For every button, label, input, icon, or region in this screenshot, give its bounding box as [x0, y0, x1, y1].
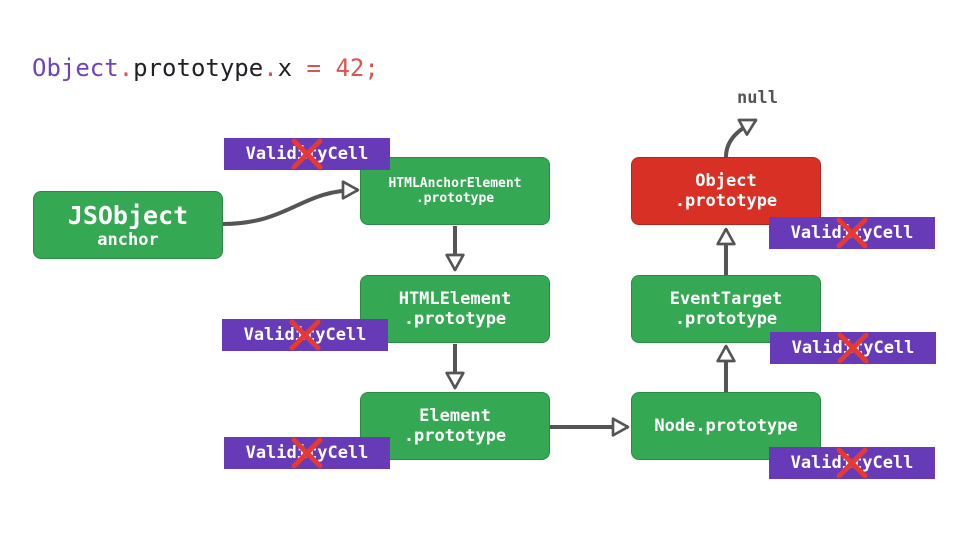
node-object-prototype: Object .prototype	[631, 157, 821, 225]
invalid-cross-icon	[837, 332, 869, 364]
code-number-value: 42	[335, 54, 365, 82]
node-htmlanchorelement-prototype: HTMLAnchorElement .prototype	[360, 157, 550, 225]
invalid-cross-icon	[291, 138, 323, 170]
node-line2: .prototype	[674, 191, 778, 211]
node-element-prototype: Element .prototype	[360, 392, 550, 460]
code-dot: .	[263, 54, 278, 82]
code-object: Object	[32, 54, 119, 82]
node-line2: .prototype	[674, 309, 778, 329]
validity-cell-element: ValidityCell	[224, 437, 390, 469]
null-label: null	[737, 88, 778, 108]
code-line: Object.prototype.x = 42;	[32, 52, 379, 84]
invalid-cross-icon	[291, 437, 323, 469]
node-line2: .prototype	[415, 191, 495, 206]
node-line2: .prototype	[403, 426, 507, 446]
node-line1: HTMLElement	[398, 289, 512, 309]
validity-cell-eventtarget: ValidityCell	[770, 332, 936, 364]
node-line1: HTMLAnchorElement	[388, 176, 522, 191]
node-htmlelement-prototype: HTMLElement .prototype	[360, 275, 550, 343]
node-jsobject-anchor: JSObject anchor	[33, 191, 223, 259]
arrow-jsobject-to-htmlanchor	[221, 180, 360, 226]
code-dot: .	[118, 54, 134, 82]
node-node-prototype: Node.prototype	[631, 392, 821, 460]
node-line1: Node.prototype	[654, 416, 798, 436]
code-assign-operator: =	[292, 54, 336, 82]
code-semicolon: ;	[364, 54, 379, 82]
arrow-object-to-null	[724, 118, 758, 158]
code-prototype: prototype	[133, 54, 264, 82]
validity-cell-object: ValidityCell	[769, 217, 935, 249]
validity-cell-htmlelement: ValidityCell	[222, 319, 388, 351]
node-line1: Object	[695, 171, 757, 191]
validity-cell-htmlanchorelement: ValidityCell	[224, 138, 390, 170]
node-line1: JSObject	[67, 200, 189, 230]
node-eventtarget-prototype: EventTarget .prototype	[631, 275, 821, 343]
code-property-x: x	[277, 54, 293, 82]
invalid-cross-icon	[289, 319, 321, 351]
invalid-cross-icon	[836, 447, 868, 479]
node-line2: anchor	[97, 229, 159, 250]
node-line2: .prototype	[403, 309, 507, 329]
node-line1: EventTarget	[669, 289, 783, 309]
node-line1: Element	[419, 406, 491, 426]
validity-cell-node: ValidityCell	[769, 447, 935, 479]
invalid-cross-icon	[836, 217, 868, 249]
